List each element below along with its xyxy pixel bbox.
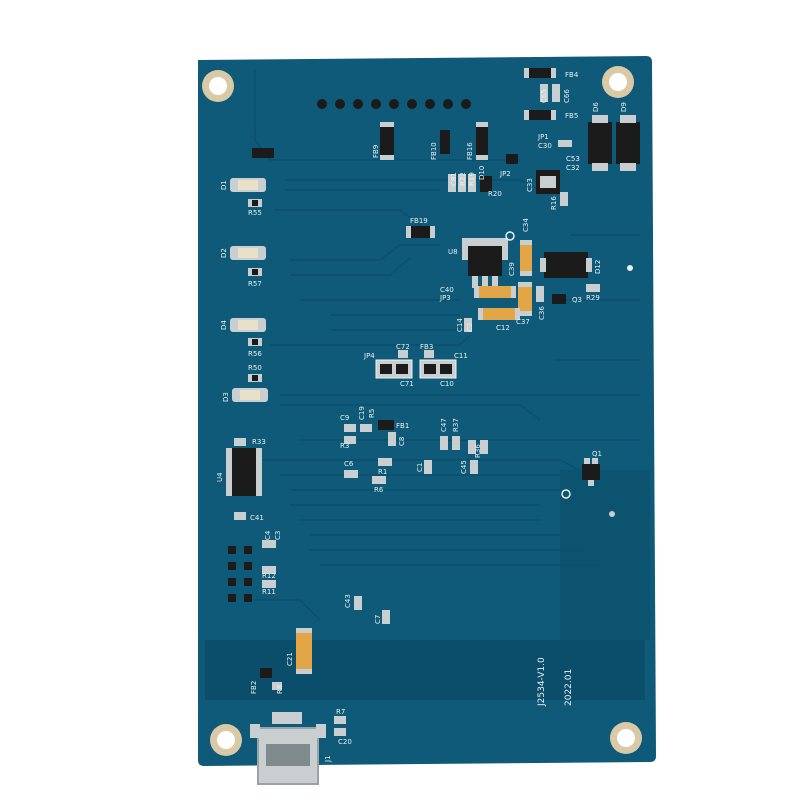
- label-fb2: FB2: [250, 681, 258, 694]
- label-c14: C14: [456, 318, 464, 332]
- label-d6: D6: [592, 102, 600, 112]
- label-c47: C47: [440, 418, 448, 432]
- label-c41: C41: [250, 514, 264, 522]
- label-d12: D12: [594, 260, 602, 274]
- label-q1: Q1: [592, 450, 602, 458]
- label-c1: C1: [416, 463, 424, 472]
- label-c45: C45: [460, 460, 468, 474]
- label-d9: D9: [620, 102, 628, 112]
- mounting-holes: [202, 66, 642, 756]
- label-c34: C34: [522, 218, 530, 232]
- label-c7: C7: [374, 615, 382, 624]
- label-c9: C9: [340, 414, 349, 422]
- label-c2: C2: [466, 323, 474, 332]
- label-c32: C32: [566, 164, 580, 172]
- label-c39: C39: [508, 262, 516, 276]
- label-jp1: JP1: [537, 133, 549, 141]
- label-c19: C19: [358, 406, 366, 420]
- label-c37: C37: [516, 318, 530, 326]
- label-r7: R7: [336, 708, 345, 716]
- label-fb10: FB10: [430, 142, 438, 160]
- label-c10: C10: [440, 380, 454, 388]
- label-d4: D4: [220, 320, 228, 330]
- label-j1: J1: [324, 755, 332, 763]
- label-r22: R22: [459, 172, 467, 186]
- board-date: 2022.01: [564, 669, 574, 706]
- board-revision: J2534-V1.0: [537, 657, 547, 707]
- label-c20: C20: [338, 738, 352, 746]
- pcb-board: [198, 56, 656, 766]
- label-jp3: JP3: [439, 294, 451, 302]
- label-r57: R57: [248, 280, 262, 288]
- label-c11: C11: [454, 352, 468, 360]
- label-d3: D3: [222, 392, 230, 402]
- label-d2: D2: [220, 248, 228, 258]
- label-c40: C40: [440, 286, 454, 294]
- label-jp4: JP4: [363, 352, 375, 360]
- label-fb3: FB3: [420, 343, 433, 351]
- label-r11: R11: [262, 588, 276, 596]
- label-r20: R20: [488, 190, 502, 198]
- label-u8: U8: [448, 248, 458, 256]
- label-u4: U4: [216, 472, 224, 482]
- label-r36: R36: [474, 444, 482, 458]
- label-r29: R29: [586, 294, 600, 302]
- board-right-shade: [560, 470, 650, 640]
- label-c81: C81: [450, 172, 458, 186]
- label-r50: R50: [248, 364, 262, 372]
- components: [226, 68, 640, 785]
- label-r33: R33: [252, 438, 266, 446]
- label-c6: C6: [344, 460, 354, 468]
- label-c65: C65: [540, 89, 548, 103]
- label-r3: R3: [340, 442, 349, 450]
- silkscreen-labels: FB4 FB5 C65 C66 D6 D9 JP1 C30 C53 C32 C3…: [216, 71, 628, 763]
- label-d1: D1: [220, 180, 228, 190]
- label-c12: C12: [496, 324, 510, 332]
- label-c21: C21: [286, 652, 294, 666]
- label-d10: D10: [478, 166, 486, 180]
- label-fb1: FB1: [396, 422, 409, 430]
- label-c53: C53: [566, 155, 580, 163]
- label-r1: R1: [378, 468, 387, 476]
- label-r56: R56: [248, 350, 262, 358]
- label-r5: R5: [368, 409, 376, 418]
- label-c4: C4: [264, 530, 272, 540]
- label-r19: R19: [468, 172, 476, 186]
- label-c71: C71: [400, 380, 414, 388]
- label-r8: R8: [276, 685, 284, 694]
- header-pins: [317, 99, 471, 109]
- label-c72: C72: [396, 343, 410, 351]
- label-c30: C30: [538, 142, 552, 150]
- label-r16: R16: [550, 196, 558, 210]
- label-c66: C66: [563, 89, 571, 103]
- label-r37: R37: [452, 418, 460, 432]
- label-jp2: JP2: [499, 170, 511, 178]
- label-fb9: FB9: [372, 145, 380, 158]
- label-c33: C33: [526, 178, 534, 192]
- label-r12: R12: [262, 572, 276, 580]
- label-r6: R6: [374, 486, 384, 494]
- label-fb16: FB16: [466, 142, 474, 160]
- label-c43: C43: [344, 594, 352, 608]
- label-fb19: FB19: [410, 217, 428, 225]
- label-c8: C8: [398, 437, 406, 446]
- label-fb4: FB4: [565, 71, 579, 79]
- label-c3: C3: [274, 531, 282, 540]
- label-q3: Q3: [572, 296, 582, 304]
- label-fb5: FB5: [565, 112, 578, 120]
- label-c36: C36: [538, 306, 546, 320]
- label-r55: R55: [248, 209, 262, 217]
